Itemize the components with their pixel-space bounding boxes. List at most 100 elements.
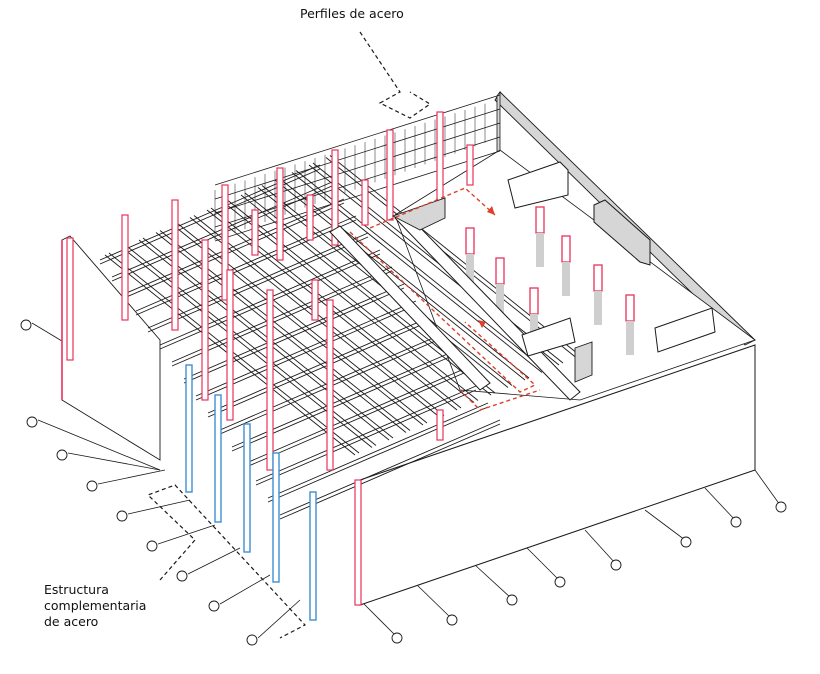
axis-bubble	[86, 480, 98, 492]
hall-column	[593, 264, 603, 292]
complementary-steel-columns	[185, 364, 317, 621]
axis-line	[474, 564, 512, 599]
label-complementary-structure: Estructura complementaria de acero	[44, 582, 146, 630]
axis-line	[219, 574, 271, 605]
axis-line	[584, 529, 616, 564]
axis-line	[359, 599, 397, 637]
lattice-beam-b2	[278, 177, 530, 379]
complementary-column	[243, 423, 251, 553]
axis-line	[644, 509, 686, 541]
axis-bubble	[391, 632, 403, 644]
axis-bubble	[20, 319, 32, 331]
circulation-path-bottom	[459, 389, 541, 411]
label-line-2: complementaria	[44, 598, 147, 613]
steel-profile	[306, 194, 314, 241]
lattice-beam-a	[207, 317, 429, 414]
steel-profile	[251, 209, 259, 256]
lattice-beam-b2	[125, 245, 377, 446]
complementary-column	[309, 491, 317, 621]
column-shadow	[496, 284, 504, 318]
steel-profiles	[66, 111, 635, 606]
axis-bubble	[208, 600, 220, 612]
axis-bubble	[246, 634, 258, 646]
axis-line	[526, 547, 560, 581]
partition-top	[507, 161, 569, 209]
steel-profile	[326, 299, 334, 471]
axis-line	[754, 469, 781, 506]
lattice-beam-b2	[176, 222, 428, 424]
column-shadow	[562, 262, 570, 296]
interior-block	[391, 197, 446, 231]
axis-bubble	[506, 594, 518, 606]
hall-column	[625, 294, 635, 322]
lattice-beam-a2	[183, 287, 405, 384]
lattice-beam-b	[223, 202, 475, 403]
column-shadow	[594, 291, 602, 325]
lattice-beam-a	[183, 283, 405, 380]
steel-profile	[66, 237, 74, 361]
axis-line	[97, 469, 166, 485]
partition-right	[593, 199, 651, 266]
lattice-beam-a2	[147, 236, 369, 333]
axis-bubble	[26, 416, 38, 428]
axis-bubble	[446, 614, 458, 626]
steel-profile	[121, 214, 129, 321]
column-shadow	[536, 233, 544, 267]
steel-profile	[361, 179, 369, 226]
column-shadow	[466, 254, 474, 288]
callout-leaders	[146, 31, 432, 639]
steel-profile	[466, 144, 474, 186]
steel-profile	[266, 289, 274, 471]
interior-walls	[329, 161, 716, 401]
steel-profile	[226, 269, 234, 421]
rear-beam	[214, 94, 501, 186]
hall-column	[529, 287, 539, 315]
axis-line	[414, 582, 452, 619]
lattice-beam-a2	[207, 321, 429, 418]
lattice-beam-a	[147, 232, 369, 329]
axis-line	[127, 499, 191, 515]
label-steel-profiles: Perfiles de acero	[300, 6, 404, 21]
lattice-beam-a2	[243, 372, 465, 469]
steel-profile	[276, 167, 284, 261]
ramp-wall-1	[329, 225, 491, 391]
circulation-path-ramp	[349, 231, 537, 393]
steel-profile	[311, 279, 319, 321]
axis-bubble	[116, 510, 128, 522]
axis-bubble	[730, 516, 742, 528]
partition-low-right	[654, 307, 716, 353]
hall-column	[561, 235, 571, 263]
hall-column	[495, 257, 505, 285]
circulation-arrows	[349, 187, 541, 411]
axis-line	[257, 599, 301, 639]
axis-bubble	[176, 570, 188, 582]
rear-beam	[214, 122, 501, 214]
rear-beam	[214, 108, 501, 200]
complementary-column	[185, 364, 193, 493]
lattice-beam-b	[172, 224, 424, 426]
axis-bubble	[680, 536, 692, 548]
circulation-path-top	[369, 187, 496, 229]
axis-line	[704, 487, 736, 521]
lattice-beam-a	[267, 402, 489, 499]
partition-low-left	[521, 317, 576, 357]
steel-profile	[201, 239, 209, 401]
steel-profile	[331, 149, 339, 246]
lattice-beam-a	[243, 368, 465, 465]
column-shadow	[626, 321, 634, 355]
steel-profile	[221, 184, 229, 301]
axis-bubble	[775, 501, 787, 513]
lattice-beam-b	[274, 179, 526, 381]
axis-bubble	[610, 559, 622, 571]
partition-corner	[574, 341, 593, 383]
complementary-column	[272, 452, 280, 583]
axis-line	[157, 524, 216, 545]
steel-profile	[436, 111, 444, 206]
complementary-column	[214, 394, 222, 523]
hall-column	[465, 227, 475, 255]
lattice-beam-a	[255, 385, 477, 482]
lattice-beam-b2	[108, 252, 360, 454]
steel-profile	[386, 129, 394, 221]
axis-bubble	[56, 449, 68, 461]
